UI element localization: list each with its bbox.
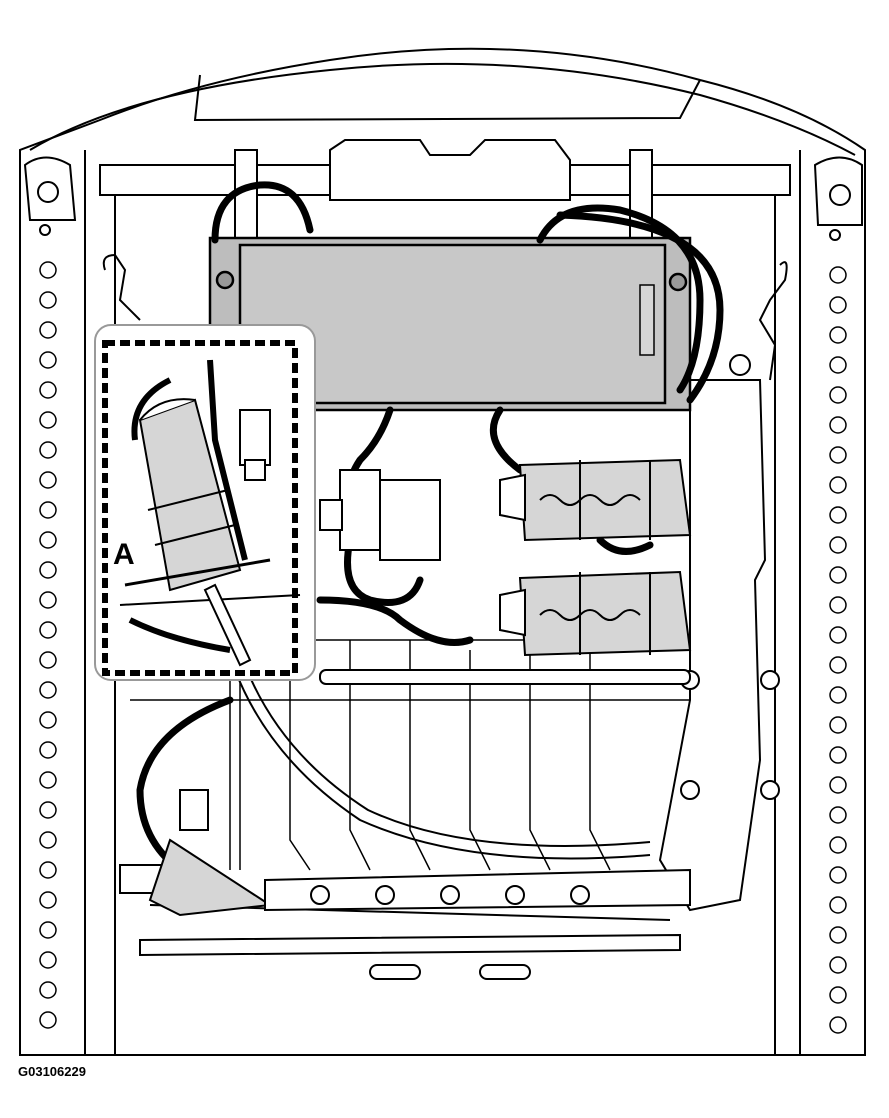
lumbar-motor-upper: [499, 458, 692, 542]
upper-cross-member: [99, 139, 791, 241]
side-hooks: [102, 253, 788, 381]
white-cable: [234, 669, 651, 860]
callout-inset: [94, 324, 316, 681]
callout-label-a: A: [113, 538, 135, 571]
right-perforation-holes: [829, 266, 847, 1034]
lumbar-motor-lower: [499, 570, 692, 657]
figure-code: G03106229: [18, 1064, 86, 1079]
harness-connector: [319, 469, 441, 561]
left-perforation-holes: [39, 261, 57, 1029]
lower-cross-rod: [119, 669, 691, 980]
headrest-mounts: [23, 156, 863, 241]
inset-connector: [203, 409, 271, 667]
inset-harness: [128, 359, 248, 653]
